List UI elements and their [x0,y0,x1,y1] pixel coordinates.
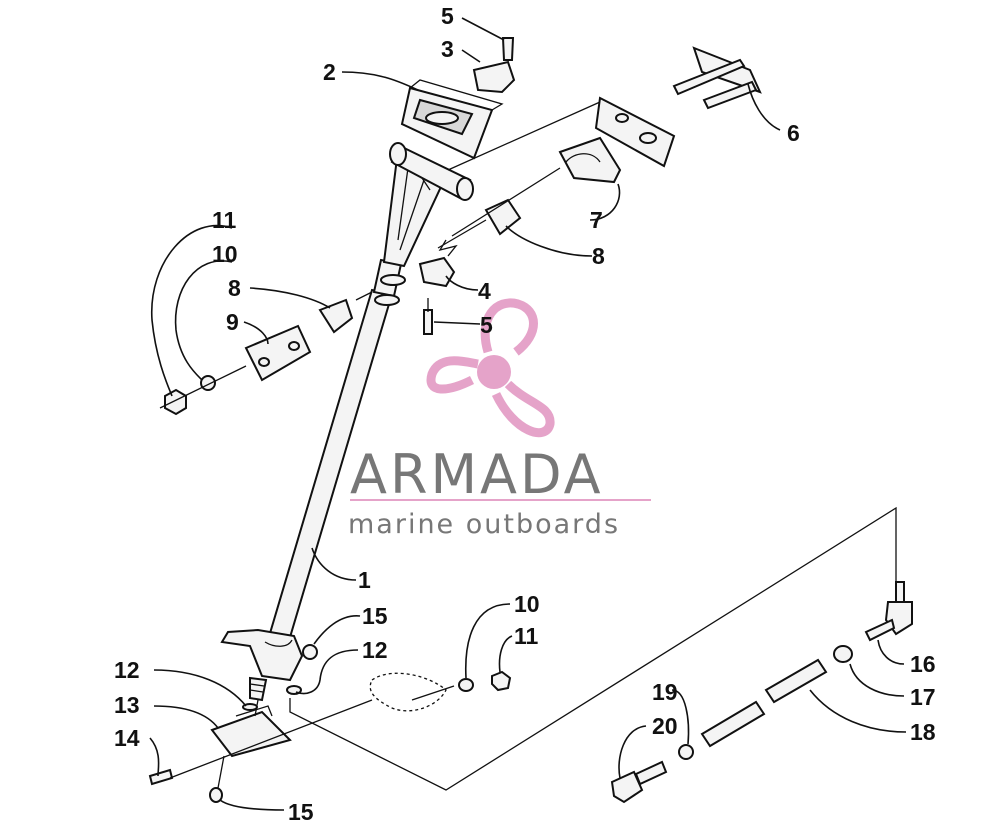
callout-3: 3 [441,36,454,62]
lower-bearing-plate [148,644,318,803]
callout-11-left: 11 [212,207,237,233]
callout-13: 13 [114,692,140,718]
callout-18: 18 [910,719,936,745]
callout-1: 1 [358,567,371,593]
callout-16: 16 [910,651,936,677]
callout-15-upper: 15 [362,603,388,629]
steering-post [220,142,474,702]
callout-8-left: 8 [228,275,241,301]
callout-2: 2 [323,59,336,85]
callout-7: 7 [590,207,603,233]
bushing-halves [318,136,622,334]
frame-section [369,670,512,712]
leader-lines [149,17,907,811]
callout-6: 6 [787,120,800,146]
callout-14: 14 [114,725,140,751]
clamp-block-top [472,37,516,94]
armada-logo: ARMADA marine outboards [348,298,651,540]
callout-10-left: 10 [212,241,238,267]
callout-9: 9 [226,309,239,335]
brand-name: ARMADA [350,443,604,506]
callout-8-right: 8 [592,243,605,269]
callout-10-right: 10 [514,591,540,617]
callout-5-lower: 5 [480,312,493,338]
propeller-icon [426,298,555,438]
callout-17: 17 [910,684,936,710]
callout-12-right: 12 [362,637,388,663]
callout-19: 19 [652,679,678,705]
callout-15-lower: 15 [288,799,314,825]
callout-labels: 5 3 2 6 7 11 10 8 8 4 9 5 1 10 15 11 12 … [114,3,936,825]
clamp-block-lower [418,256,456,335]
assembly-lines [159,101,897,791]
callout-4: 4 [478,278,491,304]
callout-11-right: 11 [514,623,539,649]
tie-rod-assembly [610,581,913,804]
brand-tagline: marine outboards [348,509,620,540]
callout-12-left: 12 [114,657,140,683]
mount-bracket [594,46,762,168]
callout-5-top: 5 [441,3,454,29]
upper-clamp [400,79,504,160]
callout-20: 20 [652,713,678,739]
